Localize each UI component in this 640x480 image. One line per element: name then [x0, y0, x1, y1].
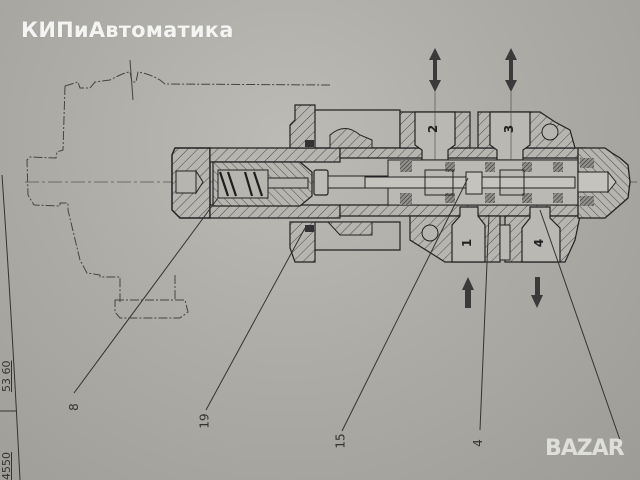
port-4-cavity: [521, 206, 561, 263]
arrow-up-icon-port-1: [462, 277, 474, 308]
port-arrows: [429, 48, 543, 308]
mounting-flange: [289, 104, 401, 263]
port-label-3: 3: [502, 124, 517, 134]
bidirectional-arrow-icon-port-2: [429, 48, 441, 92]
title-block-border: [0, 174, 21, 480]
callout-15: 15: [333, 433, 348, 449]
end-cap-left: [171, 147, 211, 219]
valve-block: [339, 111, 586, 263]
callout-19: 19: [197, 413, 212, 429]
arrow-down-icon-port-4: [531, 277, 543, 308]
bazar-watermark: BAZAR: [545, 436, 625, 461]
phantom-housing-outline: [26, 59, 331, 319]
end-cap-right: [577, 147, 631, 219]
port-label-4: 4: [532, 238, 547, 248]
port-label-2: 2: [426, 124, 441, 134]
spring-icon: [218, 171, 264, 197]
watermark-text: КИПиАвтоматика: [21, 18, 234, 42]
leader-lines: [73, 177, 621, 441]
seals: [400, 160, 563, 205]
port-label-1: 1: [460, 238, 475, 248]
bidirectional-arrow-icon-port-3: [505, 48, 517, 92]
title-block-code-1: 53 60: [0, 360, 13, 393]
callout-4: 4: [470, 439, 485, 447]
title-block-code-2: 4550: [0, 452, 13, 480]
callout-8: 8: [66, 403, 81, 411]
port-1-cavity: [451, 206, 486, 263]
